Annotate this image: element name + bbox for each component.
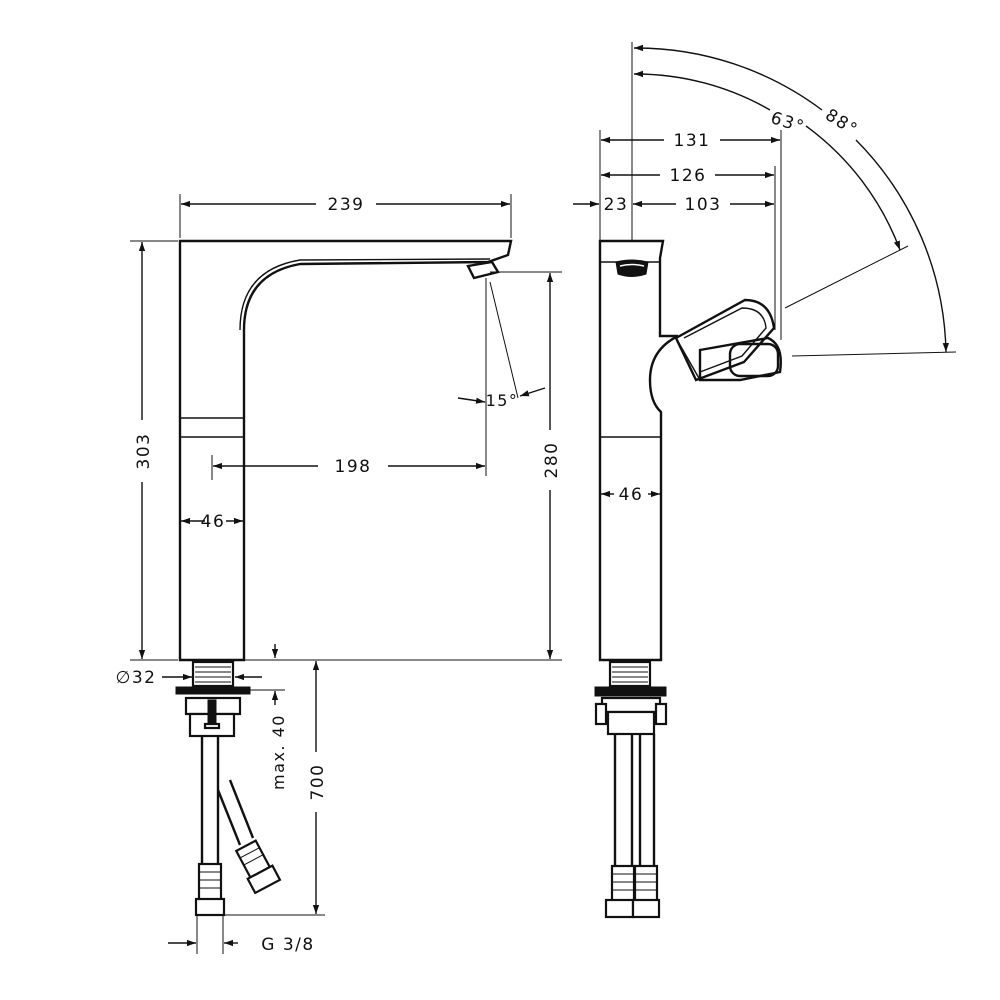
dim-label-131: 131 (674, 131, 711, 151)
hoses-side (604, 734, 661, 919)
front-view: 239 303 198 280 (116, 194, 562, 955)
side-view: 131 126 23 103 46 63 (573, 42, 957, 919)
dim-label-15: 15° (486, 391, 519, 410)
dim-label-303: 303 (134, 433, 154, 470)
dim-46-front: 46 (181, 512, 243, 532)
dim-g-3-8: G 3/8 (168, 916, 314, 955)
dim-label-46-front: 46 (201, 512, 226, 532)
dim-46-side: 46 (601, 485, 660, 505)
mounting-hardware-front (175, 660, 251, 738)
dim-label-126: 126 (670, 166, 707, 186)
dim-angle-88: 88° (633, 44, 957, 357)
dim-label-23: 23 (604, 195, 629, 215)
dim-label-max-40: max. 40 (269, 714, 288, 790)
dim-label-63: 63° (768, 108, 807, 138)
dim-max-40: max. 40 (250, 644, 288, 790)
dim-label-198: 198 (335, 457, 372, 477)
dim-label-g-3-8: G 3/8 (261, 935, 314, 955)
dim-label-700: 700 (308, 764, 328, 801)
dim-198: 198 (211, 278, 487, 480)
dim-303: 303 (130, 240, 178, 661)
dim-103: 103 (633, 195, 774, 215)
dim-label-280: 280 (542, 442, 562, 479)
dim-126: 126 (601, 166, 774, 186)
dim-label-88: 88° (821, 105, 861, 140)
dim-angle-63: 63° (633, 70, 909, 309)
dim-131: 131 (601, 131, 780, 151)
dim-label-103: 103 (685, 195, 722, 215)
dim-23: 23 (573, 195, 629, 215)
faucet-body-front (178, 239, 513, 662)
dim-15-degrees: 15° (457, 281, 546, 410)
lever-handle (674, 298, 782, 382)
dim-diameter-32: ∅32 (116, 668, 262, 688)
dim-label-239: 239 (328, 195, 365, 215)
dim-280: 280 (490, 271, 562, 659)
dim-700: 700 (224, 661, 328, 916)
dim-label-46-side: 46 (619, 485, 644, 505)
dim-239: 239 (179, 194, 512, 238)
mounting-hardware-side (594, 660, 668, 736)
hoses-front (194, 736, 282, 917)
dim-label-diameter-32: ∅32 (116, 668, 157, 688)
faucet-body-side (598, 239, 679, 662)
